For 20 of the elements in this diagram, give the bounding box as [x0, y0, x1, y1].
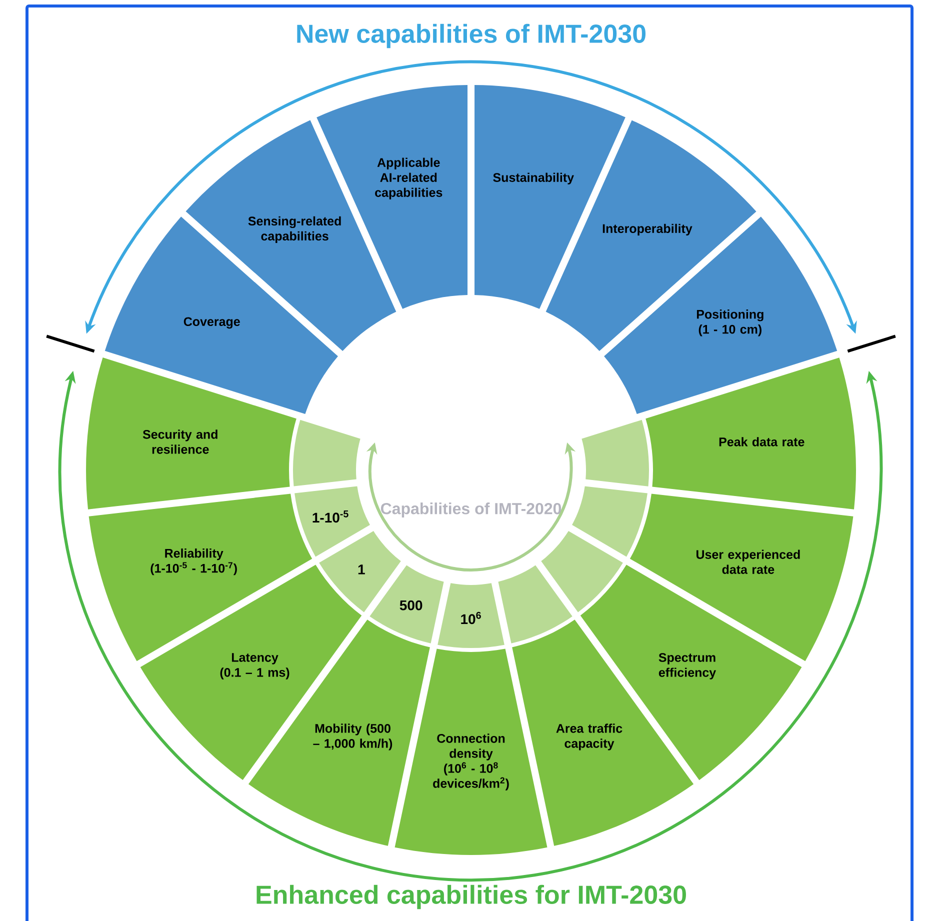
- wheel-sector: Connection density (10$^{6}$ - 10$^{8}$ devices/km$^{2}$): [394, 648, 548, 855]
- node-label: Security and resilience: [142, 430, 218, 454]
- node-label: Peak data rate: [719, 437, 804, 446]
- ring-caption: Capabilities of IMT-2020: [380, 502, 562, 518]
- ring-segment: [498, 565, 572, 644]
- ring-segment: [572, 486, 648, 557]
- ring-segment: 10$^{6}$: [438, 583, 504, 648]
- ring-segment: 1-10$^{-5}$: [294, 486, 370, 557]
- ring-segment: [541, 530, 623, 612]
- ring-segment: [293, 420, 360, 486]
- ring-segment: 500: [370, 565, 444, 644]
- node-label: Connection density (10$^{6}$ - 10$^{8}$ devices/km$^{2}$): [433, 734, 509, 790]
- ring-segment: 1: [319, 530, 401, 612]
- title: Enhanced capabilities for IMT-2030: [256, 884, 686, 910]
- wheel-sector: Peak data rate: [646, 358, 856, 510]
- node-label: 1-10$^{-5}$: [312, 510, 348, 523]
- title: New capabilities of IMT-2030: [297, 24, 646, 48]
- node-label: Coverage: [184, 317, 240, 329]
- wheel-sector: Security and resilience: [86, 358, 296, 510]
- ring-segment: [582, 420, 649, 486]
